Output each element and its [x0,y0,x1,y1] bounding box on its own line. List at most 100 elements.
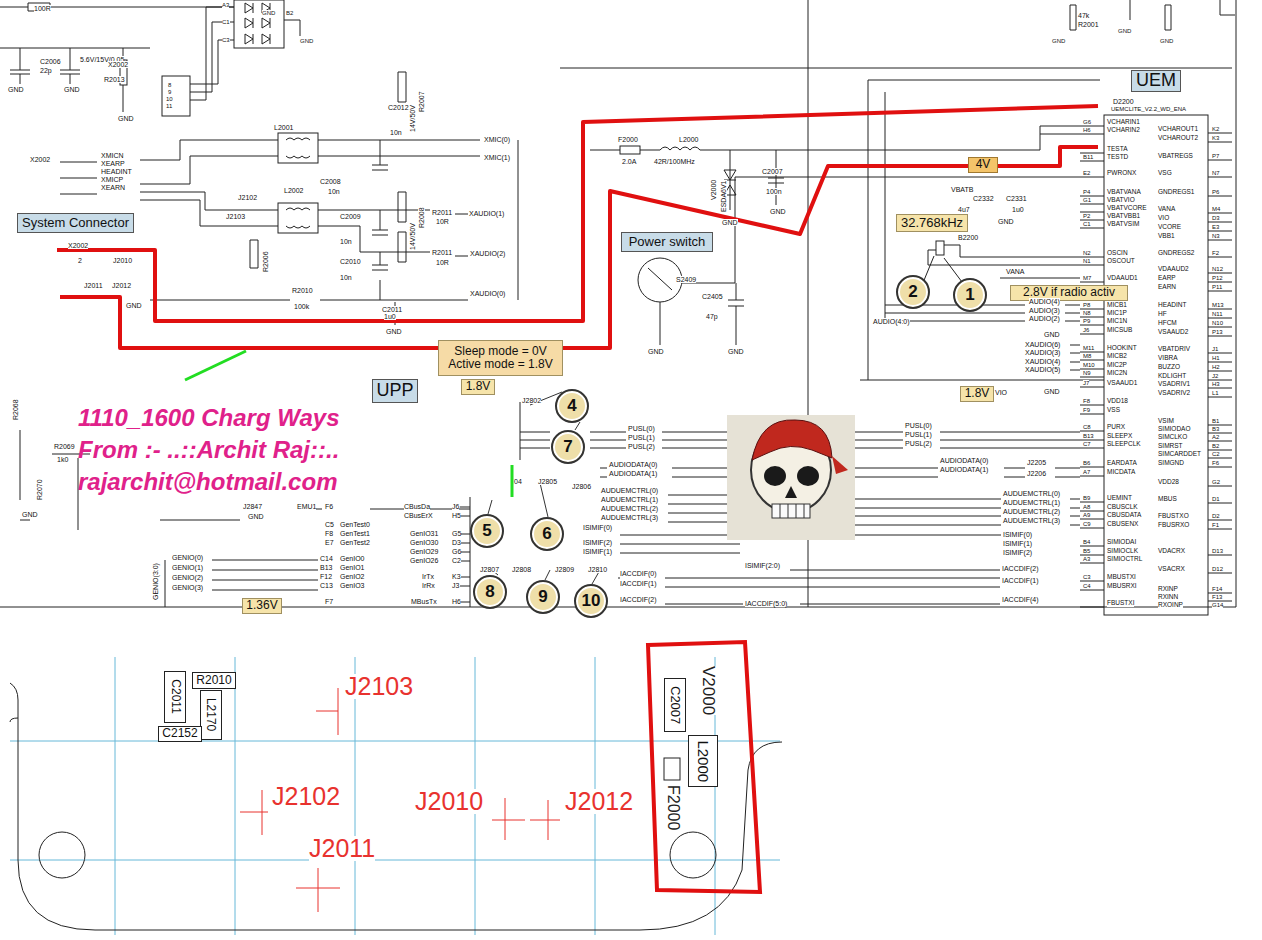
signal-label: VBATREGS [1158,153,1193,160]
label-holder: SIMIODAO [1158,426,1191,433]
signal-label: 14V/50V [409,105,416,132]
signal-label: C5 [325,521,334,528]
label-holder: N10 [1212,320,1223,326]
signal-label: K3 [452,573,461,580]
label-holder: R2011 [432,209,452,216]
signal-label: UEMINT [1107,495,1132,502]
signal-label: H5 [452,512,461,519]
signal-label: GND [722,219,738,226]
signal-label: GND [1160,38,1173,44]
signal-label: 100R [34,5,51,12]
signal-label: XMIC(1) [484,154,510,161]
signal-label: N1 [1083,258,1091,264]
signal-label: J2808 [512,566,531,573]
signal-label: 100n [766,188,782,195]
label-holder: J2206 [1027,470,1046,477]
signal-label: GND [998,218,1014,225]
callout-number: 7 [551,430,585,464]
signal-label: B13 [320,564,332,571]
pin-stub [1080,126,1104,607]
label-holder: AUDUEMCTRL(0) [1003,490,1060,497]
signal-label: AUDIO(4:0) [873,318,910,325]
label-holder: PUSL(0) [628,425,655,432]
signal-label: E3 [1212,224,1219,230]
signal-label: C2332 [973,195,994,202]
signal-label: GND [300,38,313,44]
label-holder: IACCDIF(5:0) [745,600,787,607]
label-holder: GND [118,115,134,122]
label-holder: J2103 [226,213,245,220]
label-holder: XAUDIO(5) [1025,366,1060,373]
signal-label: SIMRST [1158,443,1183,450]
signal-label: CBUSDATA [1107,512,1141,519]
signal-label: VSADRIV1 [1158,381,1190,388]
node-text: 1.36V [246,599,277,612]
signal-label: 4u7 [958,206,970,213]
signal-label: B6 [1083,460,1090,466]
node-text: C2152 [162,727,197,740]
label-holder: GND [998,218,1014,225]
label-holder: VDD28 [1158,479,1179,486]
part-outline: C2152 [158,726,202,742]
label-holder: J2011 [309,836,375,861]
label-holder: L2001 [274,124,293,131]
label-holder: N11 [1212,311,1223,317]
signal-label: XAUDIO(3) [1025,349,1060,356]
signal-label: GenIO26 [410,557,438,564]
wire [20,430,470,607]
signal-label: TESTA [1107,146,1127,153]
label-holder: VSG [1158,170,1172,177]
signal-label: MIC1P [1107,310,1127,317]
label-holder: M11 [1083,345,1094,351]
signal-label: P12 [1212,275,1223,281]
signal-label: J2 [1212,373,1218,379]
signal-label: 04 [514,478,522,485]
signal-label: J2206 [1027,470,1046,477]
signal-label: RXINP [1158,586,1178,593]
label-holder: SIMGND [1158,460,1184,467]
label-holder: R2069 [54,443,75,450]
callout-number: 9 [526,580,560,614]
signal-label: B3 [1212,426,1219,432]
node-text: C2007 [668,686,682,724]
label-holder: AUDUEMCTRL(3) [601,514,658,521]
label-holder: HFCM [1158,320,1177,327]
label-holder: N12 [1212,266,1223,272]
label-holder: J2 [1212,373,1218,379]
label-holder: CBUSENX [1107,521,1138,528]
label-holder: ISIMIF(2) [1003,549,1032,556]
signal-label: AUDUEMCTRL(1) [1003,499,1060,506]
part-outline: C2007 [664,678,686,732]
label-holder: MBUSRXI [1107,583,1137,590]
label-holder: M8 [1083,353,1091,359]
signal-label: RXOINP [1158,602,1183,609]
label-holder: GenIO26 [410,557,438,564]
signal-label: VANA [1006,268,1025,275]
signal-label: J2802 [522,397,541,404]
node-text: Active mode = 1.8V [448,358,552,371]
signal-label: MICB2 [1107,353,1127,360]
author-text: From :- ..::Archit Raj::.. [78,438,339,462]
signal-label: J2807 [480,566,499,573]
uem-chip [1104,115,1208,615]
signal-label: GND [770,208,786,215]
label-holder: VBATVANA [1107,189,1141,196]
signal-label: VCHARIN2 [1107,127,1140,134]
signal-label: VDD28 [1158,479,1179,486]
label-holder: C4 [1083,583,1091,589]
signal-label: GND [22,511,38,518]
label-holder: XEARP [101,160,125,167]
signal-label: HOOKINT [1107,345,1137,352]
label-holder: E7 [325,539,334,546]
signal-label: AUDIODATA(0) [609,461,657,468]
label-holder: VIO [995,389,1007,396]
voltage-tag: 1.36V [242,598,282,614]
signal-label: IACCDIF(4) [1002,596,1039,603]
label-holder: IrRx [422,582,435,589]
signal-label: FBUSRXO [1158,522,1189,529]
signal-label: P11 [1212,284,1222,290]
label-holder: VCHARIN2 [1107,127,1140,134]
signal-label: XAUDIO(6) [1025,341,1060,348]
label-holder: HF [1158,311,1167,318]
label-holder: H1 [1212,355,1220,361]
